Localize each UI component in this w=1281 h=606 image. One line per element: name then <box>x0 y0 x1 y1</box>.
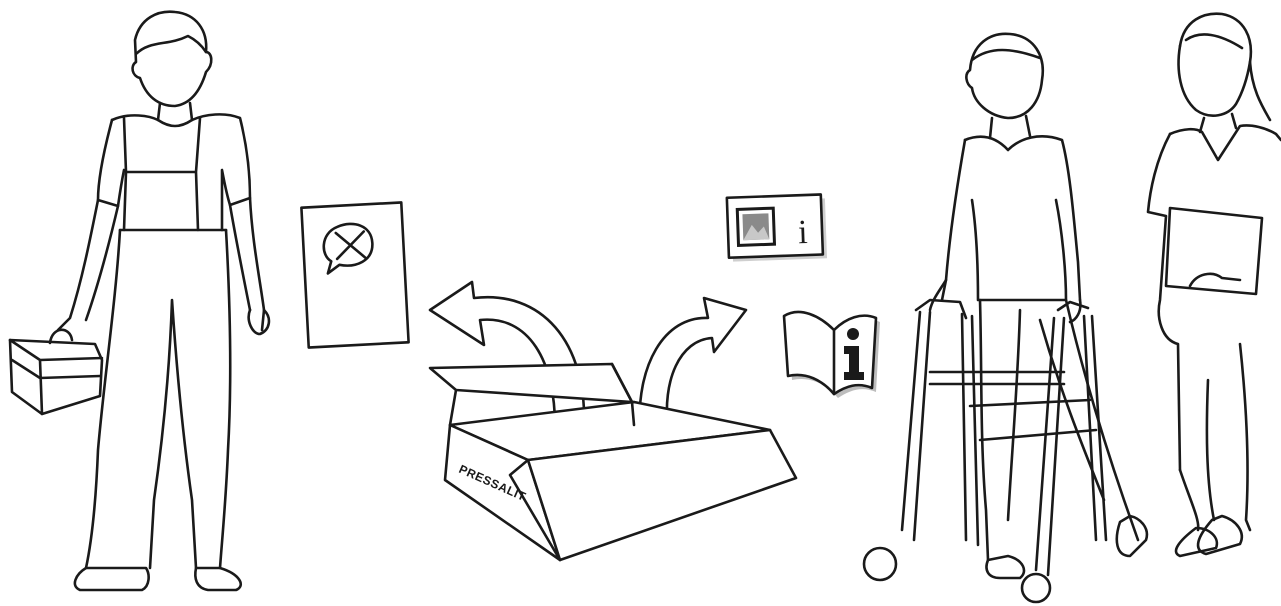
pressalit-box: PRESSALIT <box>430 364 796 560</box>
image-icon <box>737 208 774 245</box>
elderly-person-figure <box>864 34 1147 602</box>
technician-figure <box>10 12 269 590</box>
picture-info-card: i <box>727 194 827 261</box>
manual-book <box>784 312 880 398</box>
info-letter: i <box>797 214 808 251</box>
service-sheet <box>301 202 408 347</box>
caregiver-figure <box>1148 14 1281 556</box>
